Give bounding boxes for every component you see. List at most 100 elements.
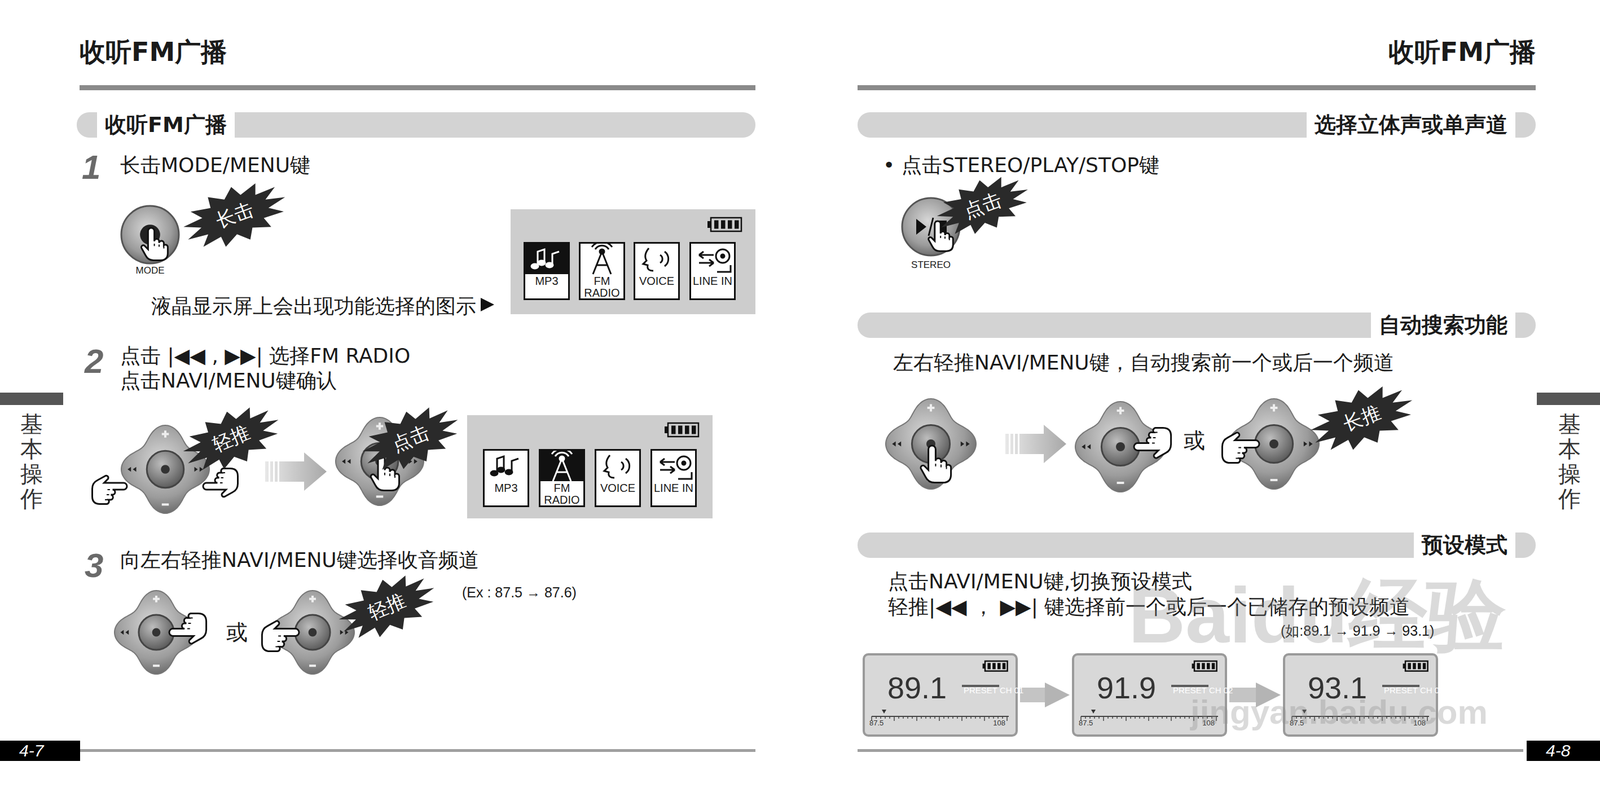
icon-picture (652, 450, 696, 483)
scale-tick (925, 716, 927, 719)
navi-dot (1115, 442, 1125, 452)
plus-mark (152, 595, 160, 603)
minus-mark (309, 664, 316, 667)
decoration (940, 235, 950, 241)
decoration (928, 217, 934, 236)
battery-icon (1194, 661, 1217, 672)
node-text: LINE IN (691, 275, 734, 288)
icon-picture (525, 243, 569, 276)
decoration (92, 475, 128, 504)
icon-box: MP3 (523, 242, 570, 301)
battery-bar (721, 220, 726, 230)
node-text: PRESET CH 01 (963, 686, 1024, 696)
skip-symbol (199, 467, 204, 473)
node-text: 选择立体声或单声道 (1306, 112, 1516, 138)
minus-mark (152, 664, 160, 667)
round-button (121, 205, 179, 264)
navi-dot (152, 628, 161, 637)
decoration (599, 249, 605, 254)
scale-tick (898, 716, 900, 719)
instruction-text: 或 (1183, 428, 1206, 454)
decoration (531, 264, 539, 269)
battery-bar (727, 220, 733, 230)
pointing-hand (169, 613, 207, 644)
scale-tick (902, 716, 904, 719)
scale-tick (1006, 716, 1008, 722)
scale-tick (992, 716, 995, 719)
decoration (677, 456, 691, 470)
decoration (699, 249, 731, 272)
section-band: 自动搜索功能 (857, 312, 1536, 338)
decoration (121, 205, 179, 264)
scale-tick (1125, 716, 1127, 722)
minus-mark (1270, 478, 1278, 482)
decoration (497, 467, 505, 473)
skip-symbol (341, 459, 346, 465)
icon-picture (635, 243, 679, 276)
scale-tick (1170, 716, 1172, 722)
battery-bar (992, 662, 996, 670)
skip-symbol (127, 467, 131, 473)
flow-arrow (1020, 687, 1045, 703)
tuning-marker (881, 709, 887, 714)
navi-dot (160, 464, 170, 474)
instruction-text: • 点击STEREO/PLAY/STOP键 (882, 153, 1160, 177)
decoration (538, 260, 545, 266)
scale-tick (1098, 716, 1100, 719)
node-text: LINE IN (652, 482, 696, 495)
instruction-text: 点击NAVI/MENU键确认 (120, 368, 337, 393)
scale-tick (974, 716, 977, 719)
scale-tick (875, 716, 877, 719)
decoration (604, 455, 630, 478)
icon-box: FM RADIO (538, 449, 586, 508)
scale-tick (929, 716, 931, 719)
navi-center (295, 614, 331, 650)
frequency-readout: 91.9 (1096, 670, 1156, 706)
scale-tick (983, 716, 986, 722)
decoration (175, 394, 289, 483)
navi-center (1254, 424, 1293, 463)
scale-label: 87.5 (1078, 718, 1093, 728)
decoration (551, 450, 573, 482)
decoration (660, 458, 675, 474)
battery-icon (667, 423, 699, 437)
decoration (928, 221, 954, 252)
decoration (203, 468, 239, 498)
scale-tick (952, 716, 954, 719)
battery-bar (691, 425, 697, 435)
plus-mark (1117, 407, 1125, 415)
title-rule (79, 85, 756, 91)
icon-box: VOICE (594, 449, 641, 508)
scale-tick (893, 716, 895, 722)
plus-mark (927, 404, 935, 412)
scale-tick (907, 716, 909, 719)
icon-picture (540, 450, 584, 483)
decoration (490, 471, 498, 476)
arrow-stripe (1017, 433, 1020, 455)
skip-symbol (346, 459, 351, 465)
scale-label: 108 (992, 718, 1006, 728)
battery-bar (1422, 662, 1427, 670)
plus-mark (161, 430, 169, 438)
scale-tick (965, 716, 967, 719)
battery-bar (671, 425, 676, 435)
scale-tick (1134, 716, 1136, 719)
arrow-stripe (268, 461, 271, 482)
section-band: 选择立体声或单声道 (857, 112, 1536, 138)
scale-tick (961, 716, 963, 722)
battery-tip (1403, 663, 1406, 669)
pointing-hand (928, 221, 954, 252)
node-text: 自动搜索功能 (1370, 312, 1516, 338)
side-tab-text: 基本操作 (20, 411, 43, 512)
scale-tick (1166, 716, 1168, 719)
skip-symbol (340, 630, 344, 635)
footer-rule (79, 749, 756, 753)
scale-tick (1157, 716, 1159, 719)
badge-box: PRESET CH 01 (961, 684, 1000, 688)
pnum-box: 4-8 (1526, 740, 1600, 762)
icon-box: VOICE (633, 242, 680, 301)
pointer-arrow (480, 297, 495, 312)
decoration (660, 456, 692, 479)
decoration (717, 265, 731, 272)
